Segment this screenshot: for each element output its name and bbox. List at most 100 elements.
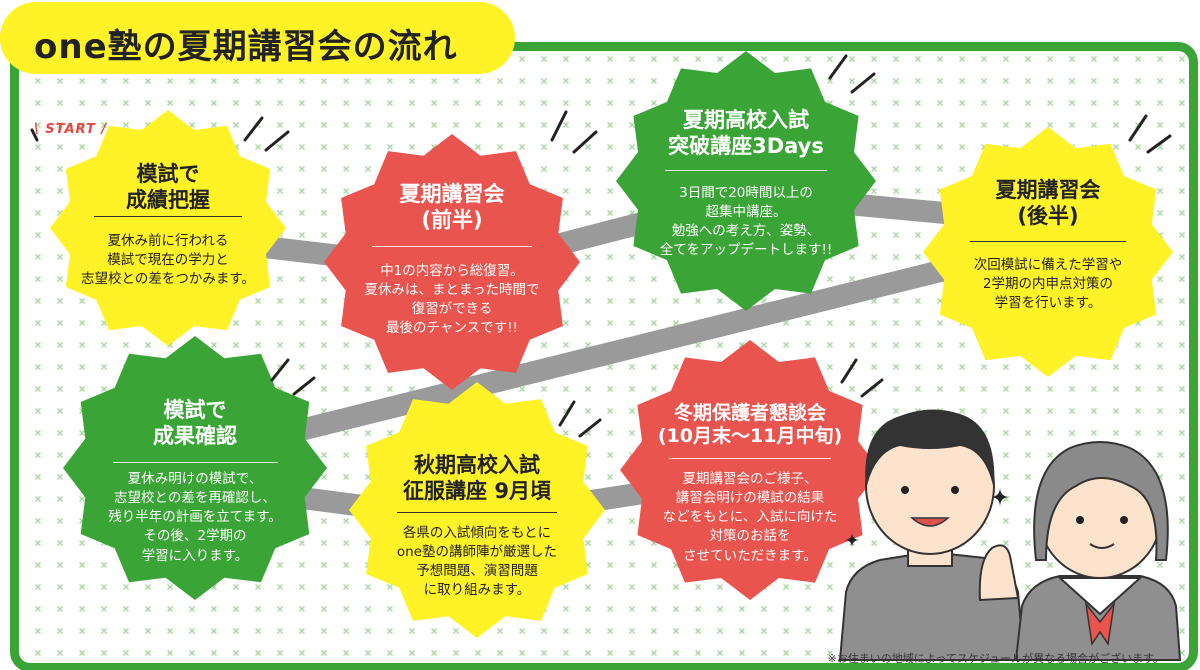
step-4-title-line: (後半) [1017, 203, 1079, 228]
step-5-description: 夏休み明けの模試で、志望校との差を再確認し、残り半年の計画を立てます。その後、2… [83, 470, 307, 566]
spark-mark [292, 376, 316, 396]
step-1-title-line: 模試で [136, 162, 200, 186]
spark-mark [243, 116, 264, 142]
spark-mark [572, 130, 598, 154]
step-7-title-line: 冬期保護者懇談会 [673, 402, 826, 424]
spark-mark [558, 400, 576, 427]
spark-mark [840, 358, 858, 384]
step-1-title-line: 成績把握 [125, 187, 210, 212]
step-2-description-line: 最後のチャンスです!! [386, 320, 518, 337]
step-7-description-line: 対策のお話を [709, 528, 791, 545]
step-1-description: 夏休み前に行われる模試で現在の学力と志望校との差をつかみます。 [68, 232, 269, 289]
girl-uniform [1014, 575, 1182, 661]
step-4-description-line: 次回模試に備えた学習や [973, 257, 1123, 273]
spark-mark [30, 128, 39, 142]
step-5-description-line: 夏休み明けの模試で、 [127, 471, 263, 487]
spark-mark [860, 378, 884, 398]
step-1-description-line: 志望校との差をつかみます。 [80, 271, 255, 288]
step-5-title-line: 模試で [163, 398, 227, 422]
step-3-description: 3日間で20時間以上の超集中講座。勉強への考え方、姿勢、全てをアップデートします… [636, 184, 857, 261]
step-7-description-line: 講習会明けの模試の結果 [675, 490, 825, 507]
spark-mark [578, 418, 602, 438]
step-6-divider [397, 512, 557, 513]
spark-mark [550, 110, 568, 142]
sparkle-icon [990, 487, 1010, 507]
step-2-title-line: (前半) [421, 207, 483, 232]
step-6-badge [349, 382, 605, 638]
step-2-description-line: 夏休みは、まとまった時間で [364, 282, 540, 299]
page-title: one塾の夏期講習会の流れ [34, 27, 458, 67]
girl-eye [1076, 516, 1084, 524]
step-7-description-line: 夏期講習会のご様子、 [682, 471, 818, 487]
step-5-divider [112, 462, 278, 463]
step-3-title-line: 夏期高校入試 [683, 108, 809, 132]
step-2-title: 夏期講習会(前半) [343, 182, 561, 233]
girl-mouth [1089, 543, 1115, 549]
step-1-badge [50, 110, 286, 346]
step-4-title: 夏期講習会(後半) [942, 178, 1155, 229]
boy-eye [951, 486, 959, 494]
step-4-description: 次回模試に備えた学習や 2学期の内申点対策の学習を行います。 [942, 256, 1155, 313]
step-6-title: 秋期高校入試征服講座 9月頃 [368, 453, 586, 504]
sparkle-icon [844, 532, 860, 548]
step-6-description-line: 各県の入試傾向をもとに [402, 525, 552, 541]
step-4-title-line: 夏期講習会 [995, 178, 1101, 202]
spark-mark [828, 54, 848, 80]
step-1-divider [94, 216, 242, 217]
step-5-description-line: 学習に入ります。 [141, 547, 249, 564]
step-4-divider [969, 241, 1127, 242]
spark-mark [264, 130, 290, 152]
step-4-description-line: 2学期の内申点対策の [982, 276, 1114, 293]
step-3-description-line: 全てをアップデートします!! [659, 242, 833, 259]
step-6-description-line: 予想問題、演習問題 [416, 563, 538, 580]
step-1-description-line: 模試で現在の学力と [107, 252, 229, 269]
girl-hair [1033, 441, 1169, 561]
step-3-badge [616, 51, 876, 311]
step-2-divider [372, 246, 532, 247]
boy-eye [901, 486, 909, 494]
step-2-title-line: 夏期講習会 [399, 182, 505, 206]
step-3-description-line: 超集中講座。 [705, 204, 787, 221]
footnote: ※お住まいの地域によってスケジュールが異なる場合がございます。 [827, 652, 1164, 665]
girl-scarf [1084, 601, 1116, 647]
boy-hair [865, 409, 995, 490]
boy-mouth [910, 517, 950, 527]
step-7-description-line: させていただきます。 [683, 547, 817, 564]
spark-marks [30, 54, 1172, 548]
step-7-description-line: などをもとに、入試に向けた [662, 509, 838, 526]
step-5-title-line: 成果確認 [152, 423, 237, 448]
step-4-badge [923, 127, 1173, 377]
spark-mark [1146, 134, 1172, 154]
step-5-title: 模試で成果確認 [83, 398, 307, 449]
spark-mark [1128, 114, 1148, 142]
step-2-description-line: 中1の内容から総復習。 [380, 263, 524, 279]
step-3-divider [664, 170, 828, 171]
step-6-description-line: に取り組みます。 [423, 582, 531, 599]
step-7-divider [668, 458, 832, 459]
step-2-badge [324, 134, 580, 390]
girl-eye [1120, 516, 1128, 524]
title-banner-front: one塾の夏期講習会の流れ [0, 2, 515, 74]
step-6-title-line: 征服講座 9月頃 [403, 478, 551, 503]
step-5-description-line: その後、2学期の [143, 528, 247, 545]
spark-mark [270, 358, 290, 382]
step-1-description-line: 夏休み前に行われる [107, 233, 229, 249]
start-label: \ START / [34, 122, 108, 137]
step-7-title-line: (10月末〜11月中旬) [657, 425, 843, 448]
step-4-description-line: 学習を行います。 [994, 295, 1102, 312]
step-7-title: 冬期保護者懇談会(10月末〜11月中旬) [640, 402, 861, 448]
step-6-title-line: 秋期高校入試 [413, 453, 540, 477]
boy-fist [978, 544, 1020, 602]
step-3-description-line: 勉強への考え方、姿勢、 [671, 223, 821, 240]
step-3-description-line: 3日間で20時間以上の [679, 185, 813, 201]
step-3-title: 夏期高校入試突破講座3Days [636, 108, 857, 159]
step-5-description-line: 志望校との差を再確認し、 [114, 490, 276, 507]
step-5-description-line: 残り半年の計画を立てます。 [108, 509, 282, 526]
spark-mark [850, 72, 876, 94]
step-3-title-line: 突破講座3Days [668, 133, 824, 158]
step-badges [50, 51, 1173, 638]
step-7-description: 夏期講習会のご様子、講習会明けの模試の結果などをもとに、入試に向けた対策のお話を… [640, 470, 861, 566]
